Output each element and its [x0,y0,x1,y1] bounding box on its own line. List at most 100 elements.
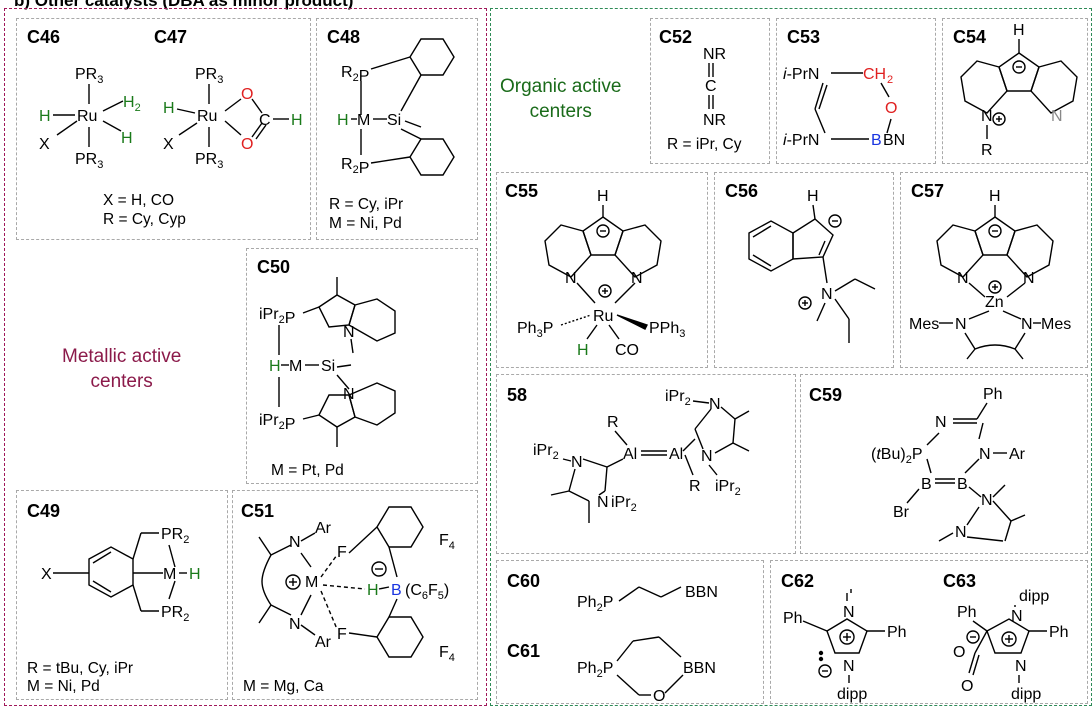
svg-text:N: N [981,108,993,125]
svg-text:N: N [701,448,713,465]
svg-text:iPr2: iPr2 [533,442,559,462]
c48-box: C48 R2P H M Si R2P R = Cy, iPr M = Ni, P… [316,18,478,240]
svg-text:Ph: Ph [983,386,1003,403]
svg-text:Si: Si [321,358,335,375]
svg-text:H: H [367,582,379,599]
c60-c61-box: C60 C61 Ph2P BBN Ph2P BBN O [496,560,764,705]
c46-structure: PR3 Ru PR3 H H2 H X [39,66,141,171]
svg-text:H: H [189,566,201,583]
metallic-section [4,8,487,706]
svg-text:N: N [709,396,721,413]
c56-label: C56 [725,181,759,201]
svg-text:PR3: PR3 [195,66,223,86]
c56-box: C56 H N [714,172,894,368]
c51-note: M = Mg, Ca [243,678,324,695]
svg-text:F4: F4 [439,532,455,552]
svg-text:H: H [269,358,281,375]
c62-structure: Ph N Ph N dipp [783,589,907,703]
svg-text:N: N [955,524,967,541]
svg-text:Ru: Ru [197,108,217,125]
svg-text:B: B [921,476,932,493]
svg-text:Ph2P: Ph2P [577,594,613,614]
svg-text:N: N [979,446,991,463]
svg-text:BBN: BBN [683,660,716,677]
svg-text:H: H [121,130,133,147]
svg-text:O: O [653,688,665,705]
svg-text:Zn: Zn [985,294,1004,311]
c46-label: C46 [27,27,61,47]
svg-text:M: M [305,574,318,591]
c52-box: C52 NR C NR R = iPr, Cy [650,18,770,164]
svg-text:M: M [163,566,176,583]
svg-text:PR3: PR3 [75,151,103,171]
c61-structure: Ph2P BBN O [577,636,716,705]
c63-structure: dipp Ph N Ph O O N dipp [953,588,1069,703]
svg-text:N: N [597,494,609,511]
svg-text:Ph2P: Ph2P [577,660,613,680]
svg-text:N: N [571,454,583,471]
svg-text:N: N [343,324,355,341]
c48-label: C48 [327,27,361,47]
c59-structure: Ph N (tBu)2P B B N Ar Br N N [871,386,1026,542]
c53-label: C53 [787,27,821,47]
svg-text:X: X [39,136,50,153]
svg-text:H: H [163,100,175,117]
svg-text:PR2: PR2 [161,604,189,624]
svg-text:C: C [259,112,271,129]
svg-text:N: N [955,316,967,333]
svg-text:Ph: Ph [957,604,977,621]
svg-text:Al: Al [623,446,637,463]
svg-text:N: N [821,286,833,303]
c51-structure: N Ar M N Ar F F H B (C6F5) F4 F4 [258,506,455,664]
c46-47-note-2: R = Cy, Cyp [103,211,186,228]
svg-text:F: F [337,626,347,643]
svg-text:R: R [689,478,701,495]
svg-text:N: N [843,658,855,675]
svg-text:R2P: R2P [341,156,369,177]
c61-label: C61 [507,641,541,661]
svg-text:Ru: Ru [593,308,613,325]
svg-text:BBN: BBN [685,584,718,601]
c52-label: C52 [659,27,693,47]
svg-text:NR: NR [703,46,726,63]
c52-structure: NR C NR [703,46,726,129]
svg-text:NR: NR [703,112,726,129]
svg-text:R2P: R2P [341,64,369,85]
svg-text:X: X [163,136,174,153]
c48-note-1: R = Cy, iPr [329,196,404,213]
svg-text:(tBu)2P: (tBu)2P [871,446,922,466]
svg-text:O: O [953,644,965,661]
svg-text:N: N [935,414,947,431]
c46-47-note-1: X = H, CO [103,192,175,209]
c55-structure: H N N Ru Ph3P PPh3 H CO [517,188,685,359]
c52-note: R = iPr, Cy [667,136,742,153]
c51-label: C51 [241,501,275,521]
metallic-title: Metallic active centers [62,346,182,392]
c54-box: C54 H N R N [942,18,1088,164]
svg-text:dipp: dipp [1019,588,1049,605]
c49-structure: X PR2 M H PR2 [41,526,201,624]
svg-text:Al: Al [669,446,683,463]
c59-box: C59 Ph N (tBu)2P B B N Ar Br N N [800,374,1088,554]
svg-text:B: B [871,132,882,149]
svg-text:Ar: Ar [1009,446,1026,463]
c58-box: 58 iPr2 N N iPr2 Al R Al R N iPr2 N iPr [496,374,796,554]
c56-structure: H N [748,188,876,343]
svg-text:O: O [241,136,253,153]
svg-text:X: X [41,566,52,583]
svg-text:N: N [289,616,301,633]
c55-label: C55 [505,181,539,201]
c54-structure: H N R N [960,22,1078,159]
organic-title: Organic active centers [500,76,622,122]
svg-text:H: H [577,342,589,359]
svg-text:Mes: Mes [909,316,939,333]
c48-structure: R2P H M Si R2P [337,38,455,177]
c58-label: 58 [507,385,528,405]
svg-text:i-PrN: i-PrN [783,132,819,149]
svg-text:PR3: PR3 [75,66,103,86]
svg-text:H: H [1013,22,1025,39]
svg-text:B: B [391,582,402,599]
c54-label: C54 [953,27,987,47]
